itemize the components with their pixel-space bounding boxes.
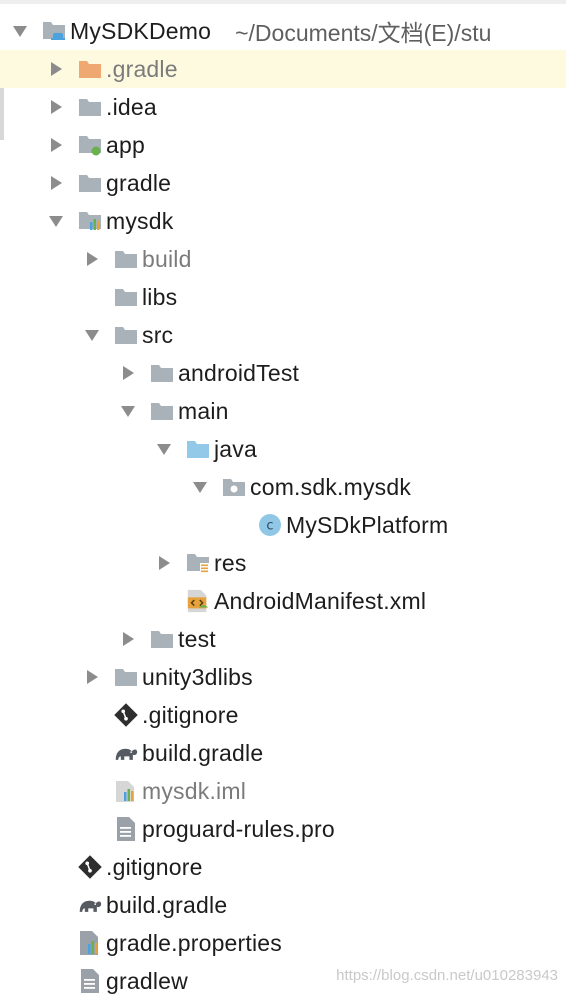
tree-row[interactable]: gradle.properties (0, 924, 566, 962)
tree-row[interactable]: mysdk.iml (0, 772, 566, 810)
collapse-arrow-right-icon[interactable] (156, 555, 172, 571)
folder-icon (78, 171, 102, 195)
tree-row[interactable]: mysdk (0, 202, 566, 240)
tree-row-label: proguard-rules.pro (142, 815, 335, 842)
tree-row[interactable]: c MySDkPlatform (0, 506, 566, 544)
svg-text:c: c (266, 519, 273, 534)
tree-row[interactable]: .gitignore (0, 848, 566, 886)
tree-row-label: AndroidManifest.xml (214, 587, 427, 614)
tree-row-label: libs (142, 283, 178, 310)
collapse-arrow-right-icon[interactable] (48, 137, 64, 153)
expand-arrow-down-icon[interactable] (120, 403, 136, 419)
expand-arrow-down-icon[interactable] (48, 213, 64, 229)
expand-arrow-down-icon[interactable] (84, 327, 100, 343)
tree-row-label: unity3dlibs (142, 663, 253, 690)
module-folder-icon (42, 19, 66, 43)
tree-row-label: java (214, 435, 257, 462)
folder-icon (114, 323, 138, 347)
folder-icon (150, 627, 174, 651)
tree-row[interactable]: app (0, 126, 566, 164)
tree-row-label: .gitignore (106, 853, 203, 880)
tree-row-label: MySDKDemo (70, 17, 212, 44)
gradle-elephant-icon (114, 741, 138, 765)
tree-row-label: build.gradle (106, 891, 228, 918)
scrollbar[interactable] (0, 60, 4, 140)
expand-arrow-down-icon[interactable] (12, 23, 28, 39)
collapse-arrow-right-icon[interactable] (48, 99, 64, 115)
tree-row-label: mysdk (106, 207, 174, 234)
package-icon (222, 475, 246, 499)
collapse-arrow-right-icon[interactable] (84, 251, 100, 267)
tree-row-label: mysdk.iml (142, 777, 247, 804)
tree-row[interactable]: proguard-rules.pro (0, 810, 566, 848)
folder-icon (114, 247, 138, 271)
tree-row[interactable]: java (0, 430, 566, 468)
text-file-icon (78, 969, 102, 993)
tree-row-label: src (142, 321, 174, 348)
tree-row[interactable]: AndroidManifest.xml (0, 582, 566, 620)
text-file-icon (114, 817, 138, 841)
tree-row-label: gradle.properties (106, 929, 283, 956)
tree-row-label: .gitignore (142, 701, 239, 728)
tree-row[interactable]: build.gradle (0, 886, 566, 924)
tree-row-label: androidTest (178, 359, 300, 386)
tree-row[interactable]: test (0, 620, 566, 658)
folder-icon (150, 399, 174, 423)
project-path: ~/Documents/文档(E)/stu (235, 20, 492, 46)
tree-row[interactable]: res (0, 544, 566, 582)
tree-row[interactable]: libs (0, 278, 566, 316)
tree-row-label: gradle (106, 169, 172, 196)
tree-row[interactable]: main (0, 392, 566, 430)
tree-row-label: test (178, 625, 216, 652)
gradle-elephant-icon (78, 893, 102, 917)
collapse-arrow-right-icon[interactable] (48, 61, 64, 77)
watermark: https://blog.csdn.net/u010283943 (336, 967, 558, 984)
tree-row-label: app (106, 131, 145, 158)
top-strip (0, 0, 566, 4)
tree-row[interactable]: build.gradle (0, 734, 566, 772)
tree-row-label: gradlew (106, 967, 188, 994)
iml-file-icon (114, 779, 138, 803)
tree-row-label: com.sdk.mysdk (250, 473, 412, 500)
manifest-file-icon (186, 589, 210, 613)
tree-row-label: MySDkPlatform (286, 511, 449, 538)
resource-folder-icon (186, 551, 210, 575)
tree-row-label: .idea (106, 93, 157, 120)
tree-row[interactable]: gradlew (0, 962, 566, 1000)
collapse-arrow-right-icon[interactable] (120, 365, 136, 381)
expand-arrow-down-icon[interactable] (156, 441, 172, 457)
tree-row[interactable]: androidTest (0, 354, 566, 392)
orange-folder-icon (78, 57, 102, 81)
tree-row-label: build.gradle (142, 739, 264, 766)
tree-row[interactable]: .gitignore (0, 696, 566, 734)
folder-icon (78, 95, 102, 119)
folder-icon (114, 665, 138, 689)
tree-row[interactable]: com.sdk.mysdk (0, 468, 566, 506)
class-icon: c (258, 513, 282, 537)
tree-row[interactable]: .idea (0, 88, 566, 126)
tree-row[interactable]: MySDKDemo ~/Documents/文档(E)/stu (0, 12, 566, 50)
expand-arrow-down-icon[interactable] (192, 479, 208, 495)
folder-icon (150, 361, 174, 385)
tree-row-label: res (214, 549, 247, 576)
properties-file-icon (78, 931, 102, 955)
collapse-arrow-right-icon[interactable] (84, 669, 100, 685)
git-file-icon (78, 855, 102, 879)
tree-row[interactable]: build (0, 240, 566, 278)
collapse-arrow-right-icon[interactable] (48, 175, 64, 191)
library-module-folder-icon (78, 209, 102, 233)
app-module-folder-icon (78, 133, 102, 157)
tree-row[interactable]: gradle (0, 164, 566, 202)
tree-row-label: main (178, 397, 229, 424)
git-file-icon (114, 703, 138, 727)
source-folder-icon (186, 437, 210, 461)
folder-icon (114, 285, 138, 309)
tree-row[interactable]: unity3dlibs (0, 658, 566, 696)
tree-row[interactable]: src (0, 316, 566, 354)
tree-row-label: build (142, 245, 192, 272)
tree-row-label: .gradle (106, 55, 178, 82)
tree-row[interactable]: .gradle (0, 50, 566, 88)
collapse-arrow-right-icon[interactable] (120, 631, 136, 647)
